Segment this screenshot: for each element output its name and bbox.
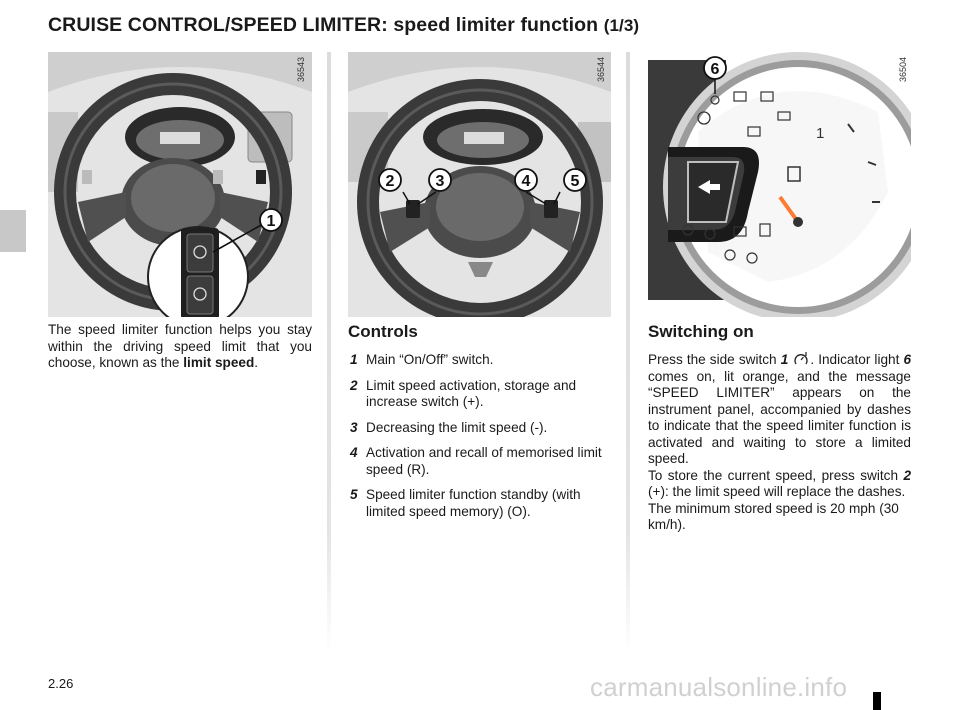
callout-6: 6 (711, 61, 720, 78)
gauge-mark: 1 (816, 125, 824, 142)
switching-on-heading: Switching on (648, 322, 754, 341)
list-item: 4 Activation and recall of memorised limi… (348, 445, 612, 478)
callout-5: 5 (571, 173, 580, 190)
item-text: Activation and recall of memorised limit… (366, 445, 602, 477)
switching-on-paragraph-1: Press the side switch 1 . Indicator ligh… (648, 352, 911, 468)
item-number: 3 (350, 419, 358, 435)
figure-ref: 36544 (596, 56, 606, 82)
text-run: . Indicator light (810, 352, 904, 367)
figure-ref: 36543 (296, 56, 306, 82)
list-item: 5 Speed limiter function standby (with li… (348, 487, 612, 520)
item-number: 1 (350, 352, 358, 367)
title-text: CRUISE CONTROL/SPEED LIMITER: speed limi… (48, 14, 599, 36)
text-run: comes on, lit orange, and the message “S… (648, 368, 911, 467)
callout-2: 2 (386, 173, 395, 190)
controls-column: Controls 1 Main “On/Off” switch. 2 Limit s… (348, 322, 612, 529)
figure-steering-wheel-controls: 2 3 4 5 (348, 52, 611, 317)
figure-instrument-panel: 1 6 (648, 52, 911, 317)
item-number: 4 (350, 445, 358, 460)
page-title: CRUISE CONTROL/SPEED LIMITER: speed limi… (48, 14, 639, 37)
figure-steering-wheel-switch: 1 (48, 52, 312, 317)
page-edge-mark (873, 692, 881, 710)
instrument-panel-illustration: 1 6 (648, 52, 911, 317)
intro-column: The speed limiter function helps you sta… (48, 322, 312, 372)
intro-bold: limit speed (183, 355, 255, 370)
intro-text: The speed limiter function helps you sta… (48, 322, 312, 370)
watermark: carmanualsonline.info (590, 672, 848, 702)
steering-wheel-illustration: 1 (48, 52, 312, 317)
item-number: 5 (350, 487, 358, 502)
column-divider (626, 52, 630, 652)
text-run: Press the side switch (648, 352, 781, 367)
controls-list: 1 Main “On/Off” switch. 2 Limit speed acti… (348, 352, 612, 520)
intro-paragraph: The speed limiter function helps you sta… (48, 322, 312, 372)
switching-on-column: Switching on Press the side switch 1 . I… (648, 322, 911, 534)
list-item: 1 Main “On/Off” switch. (348, 352, 612, 369)
controls-heading: Controls (348, 322, 418, 341)
intro-end: . (254, 355, 259, 370)
callout-1: 1 (267, 213, 276, 230)
list-item: 2 Limit speed activation, storage and inc… (348, 378, 612, 411)
section-tab (0, 210, 26, 252)
callout-4: 4 (522, 173, 531, 190)
switching-on-paragraph-2: To store the current speed, press switch… (648, 468, 911, 501)
item-text: Main “On/Off” switch. (366, 352, 494, 367)
column-divider (327, 52, 331, 652)
switch-ref: 1 (780, 352, 789, 367)
item-text: Limit speed activation, storage and incr… (366, 377, 577, 410)
list-item: 3 Decreasing the limit speed (-). (348, 420, 612, 437)
switch-ref: 2 (903, 467, 911, 483)
page-marker: (1/3) (603, 16, 640, 35)
figure-ref: 36504 (898, 56, 908, 82)
steering-controls-illustration: 2 3 4 5 (348, 52, 611, 317)
item-number: 2 (350, 377, 358, 393)
page-number: 2.26 (48, 676, 74, 691)
text-run: To store the current speed, press switch (648, 467, 904, 483)
text-run: (+): the limit speed will replace the da… (648, 484, 906, 499)
indicator-ref: 6 (903, 352, 912, 367)
item-text: Decreasing the limit speed (-). (366, 419, 548, 435)
speed-limiter-icon (794, 352, 808, 365)
switching-on-paragraph-3: The minimum stored speed is 20 mph (30 k… (648, 500, 899, 533)
callout-3: 3 (436, 173, 445, 190)
item-text: Speed limiter function standby (with lim… (366, 487, 581, 519)
